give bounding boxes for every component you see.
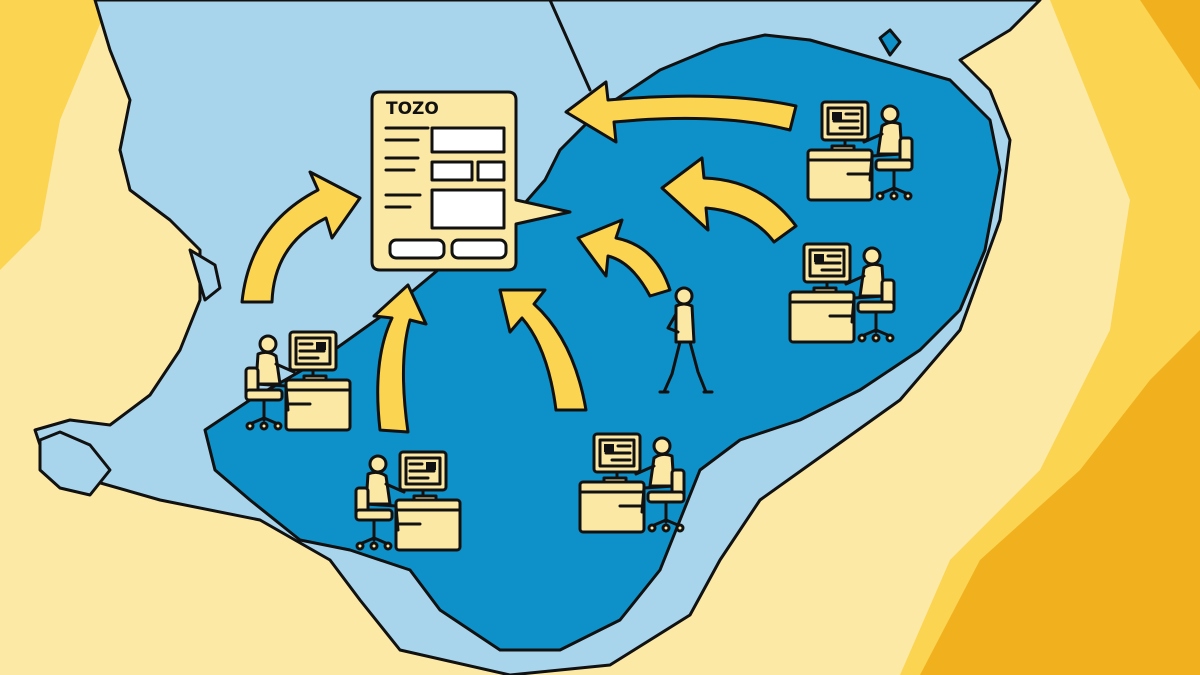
form-button	[450, 238, 508, 260]
sand-deep-right	[920, 330, 1200, 675]
coast-line	[548, 0, 592, 92]
form-field	[430, 160, 474, 182]
sand-deep-corner	[1140, 0, 1200, 90]
curved-arrow-icon	[498, 288, 588, 412]
sand-band-left	[0, 0, 110, 270]
form-field	[430, 126, 506, 154]
form-button	[388, 238, 446, 260]
curved-arrow-icon	[564, 80, 798, 144]
curved-arrow-icon	[660, 156, 798, 244]
curved-arrow-icon	[576, 218, 672, 298]
form-field	[476, 160, 506, 182]
inlet-water	[188, 248, 222, 302]
form-field	[430, 188, 506, 230]
form-title: TOZO	[386, 99, 439, 119]
curved-arrow-icon	[240, 170, 362, 304]
islet	[878, 28, 902, 57]
tozo-form-card: TOZO	[370, 90, 572, 272]
curved-arrow-icon	[372, 283, 428, 434]
walking-person-icon	[658, 286, 714, 394]
estuary-water	[38, 430, 112, 497]
